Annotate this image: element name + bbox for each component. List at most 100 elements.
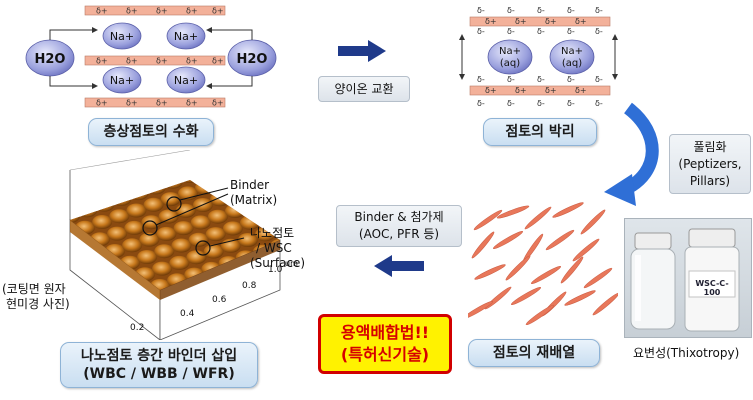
ion-label: Na+(aq) xyxy=(499,46,521,69)
plate-charge: δ+ xyxy=(126,7,138,16)
surface-bump xyxy=(158,209,179,224)
binder-annotation: Binder (Matrix) xyxy=(230,178,277,208)
plate-charge: δ+ xyxy=(186,57,198,66)
clay-platelet xyxy=(505,255,531,281)
plate-charge: δ- xyxy=(595,75,603,84)
plate-charge: δ- xyxy=(537,6,545,15)
hydration-diagram: δ+ δ+ δ+ δ+ δ+ δ+ δ+ δ+ δ+ δ+ δ+ δ+ δ+ δ… xyxy=(25,5,277,108)
surface-bump xyxy=(160,192,181,207)
surface-bump xyxy=(205,227,226,242)
clay-platelet xyxy=(564,290,596,306)
plate-charge: δ+ xyxy=(156,99,168,108)
surface-bump xyxy=(171,238,192,253)
axis-tick: 0.8 xyxy=(242,281,257,291)
bottle-illustration xyxy=(630,228,740,332)
annotation-line: Binder xyxy=(230,178,270,192)
plate-charge: δ- xyxy=(537,75,545,84)
clay-plate xyxy=(84,5,226,16)
afm-surface-plot: 0.2 0.4 0.6 0.8 1.0 um xyxy=(69,150,298,340)
plate-charge: δ- xyxy=(477,6,485,15)
surface-bump xyxy=(141,215,162,230)
surface-bump xyxy=(111,191,132,206)
product-photo: WSC-C-100 xyxy=(624,218,752,338)
plate-charge: δ+ xyxy=(156,7,168,16)
plate-charge: δ+ xyxy=(126,57,138,66)
sodium-ion xyxy=(166,66,206,94)
clay-plate xyxy=(469,16,611,27)
surface-bump xyxy=(195,180,215,195)
clay-platelet xyxy=(473,209,503,231)
clay-rods-illustration xyxy=(468,202,618,325)
surface-bump xyxy=(122,238,143,253)
binder-marker xyxy=(166,196,182,212)
plate-charge: δ+ xyxy=(485,86,497,95)
surface-bump xyxy=(188,232,209,247)
clay-platelet xyxy=(560,256,584,284)
plate-charge: δ+ xyxy=(186,7,198,16)
surface-bump xyxy=(156,226,177,241)
clay-platelet xyxy=(580,209,606,235)
plate-charge: δ+ xyxy=(545,17,557,26)
surface-bump xyxy=(173,221,194,236)
clay-plate xyxy=(84,55,226,66)
plate-charge: δ+ xyxy=(212,99,224,108)
axis-unit: um xyxy=(285,259,298,268)
plate-charge: δ- xyxy=(537,27,545,36)
ion-label: Na+ xyxy=(110,30,134,43)
caption-line: (Peptizers, xyxy=(678,156,742,171)
plate-charge: δ- xyxy=(595,6,603,15)
clay-plate xyxy=(469,85,611,96)
plate-charge: δ- xyxy=(477,75,485,84)
surface-bump xyxy=(143,197,164,212)
step-label-binder-insertion: 나노점토 층간 바인더 삽입 (WBC / WBB / WFR) xyxy=(60,342,258,388)
water-label: H2O xyxy=(35,52,66,67)
patent-badge: 용액배합법!! (특허신기술) xyxy=(318,314,452,374)
left-arrow xyxy=(374,255,424,277)
plate-charge: δ+ xyxy=(96,99,108,108)
surface-bump xyxy=(137,250,158,264)
plate-charge: δ- xyxy=(507,75,515,84)
plate-charge: δ- xyxy=(595,99,603,108)
sodium-ion xyxy=(102,22,142,50)
caption-line: (코팅면 원자 xyxy=(2,282,66,296)
step-label-text: 점토의 박리 xyxy=(505,124,575,140)
clay-platelet xyxy=(583,267,613,289)
exfoliation-diagram: δ- δ- δ- δ- δ- δ+ δ+ δ+ δ+ δ- δ- δ- δ- δ… xyxy=(459,6,618,108)
caption-line: 풀림화 xyxy=(693,139,727,154)
surface-bump xyxy=(207,209,228,224)
plate-charge: δ+ xyxy=(156,57,168,66)
step-label-exfoliation: 점토의 박리 xyxy=(483,118,597,146)
water-label: H2O xyxy=(237,52,268,67)
surface-bump xyxy=(190,215,211,230)
clay-platelet xyxy=(471,231,495,259)
plate-charge: δ+ xyxy=(126,99,138,108)
clay-platelet xyxy=(545,229,575,251)
thixotropy-caption: 요변성(Thixotropy) xyxy=(633,346,740,360)
step-label-rearrangement: 점토의 재배열 xyxy=(468,339,600,367)
surface-bump xyxy=(107,226,128,241)
plate-charge: δ+ xyxy=(96,57,108,66)
clay-platelet xyxy=(484,286,512,310)
peptizer-caption: 풀림화 (Peptizers, Pillars) xyxy=(669,134,751,194)
step-label-hydration: 층상점토의 수화 xyxy=(88,118,214,146)
clay-platelet xyxy=(492,231,524,249)
surface-bump xyxy=(186,250,207,265)
right-arrow xyxy=(338,40,386,62)
clay-platelet xyxy=(524,206,552,230)
plate-charge: δ- xyxy=(507,27,515,36)
clay-platelet xyxy=(592,292,618,316)
surface-bump xyxy=(109,209,130,224)
surface-bump xyxy=(94,197,115,212)
surface-bump xyxy=(222,221,243,236)
binder-marker xyxy=(142,220,158,236)
annotation-line: (Surface) xyxy=(250,256,306,270)
nanoclay-annotation: 나노점토 / WSC (Surface) xyxy=(250,226,305,271)
clay-platelet xyxy=(510,287,542,305)
clay-plate xyxy=(84,97,226,108)
annotation-line: / WSC xyxy=(256,241,292,255)
plate-charge: δ+ xyxy=(575,86,587,95)
surface-bump xyxy=(237,233,258,247)
step-label-line: 나노점토 층간 바인더 삽입 xyxy=(80,348,238,364)
surface-bump xyxy=(169,255,190,270)
surface-bump xyxy=(128,186,149,201)
